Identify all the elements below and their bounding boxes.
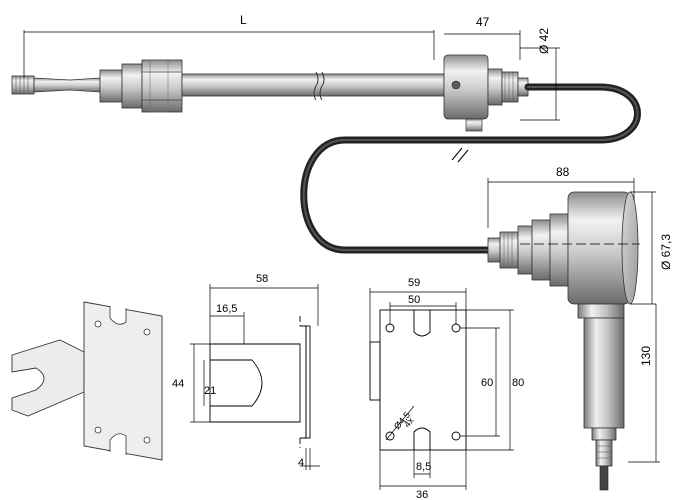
plate-front-view: [369, 309, 467, 451]
dim-plate-hole-spacing-y: 60: [481, 377, 493, 389]
dim-head-diameter: Ø 42: [537, 28, 551, 54]
dim-transmitter-diameter: Ø 67,3: [659, 234, 673, 270]
dim-bracket-height: 44: [172, 378, 184, 390]
dim-plate-slot-width: 8,5: [416, 461, 431, 473]
transmitter-cover: [621, 191, 639, 305]
compression-fitting-nut: [141, 59, 183, 113]
dim-plate-hole-spacing-x: 50: [408, 294, 420, 306]
sensor-tip: [11, 75, 35, 95]
probe-head: [443, 54, 489, 120]
cable-gland-head: [487, 68, 503, 106]
transmitter-stem: [583, 317, 625, 429]
dim-plate-width: 59: [408, 277, 420, 289]
head-screw: [451, 80, 461, 90]
bracket-side-view: [209, 316, 311, 448]
dim-bracket-thickness: 4: [298, 457, 304, 469]
probe-assembly: [11, 54, 529, 132]
dim-bracket-width: 58: [256, 273, 268, 285]
dimension-labels: L 47 Ø 42 88 Ø 67,3 130 58 16,5 44 21 4 …: [172, 13, 673, 500]
transmitter-housing: [567, 191, 631, 305]
dim-probe-length: L: [240, 13, 247, 27]
probe-collar: [99, 69, 123, 103]
dim-plate-height: 80: [512, 377, 524, 389]
dim-transmitter-height: 130: [639, 346, 653, 366]
transmitter-assembly: [487, 191, 639, 491]
dim-head-width: 47: [476, 15, 490, 29]
cable-gland-transmitter: [499, 231, 519, 269]
dim-bracket-slot-offset: 16,5: [216, 303, 237, 315]
mounting-bracket-3d: [11, 301, 163, 461]
dim-bracket-slot-width: 21: [204, 385, 216, 397]
dimension-lines: [23, 30, 660, 490]
dim-transmitter-width: 88: [556, 165, 570, 179]
probe-taper: [33, 77, 101, 93]
dim-plate-bottom-width: 36: [416, 489, 428, 500]
probe-shaft: [181, 73, 445, 97]
